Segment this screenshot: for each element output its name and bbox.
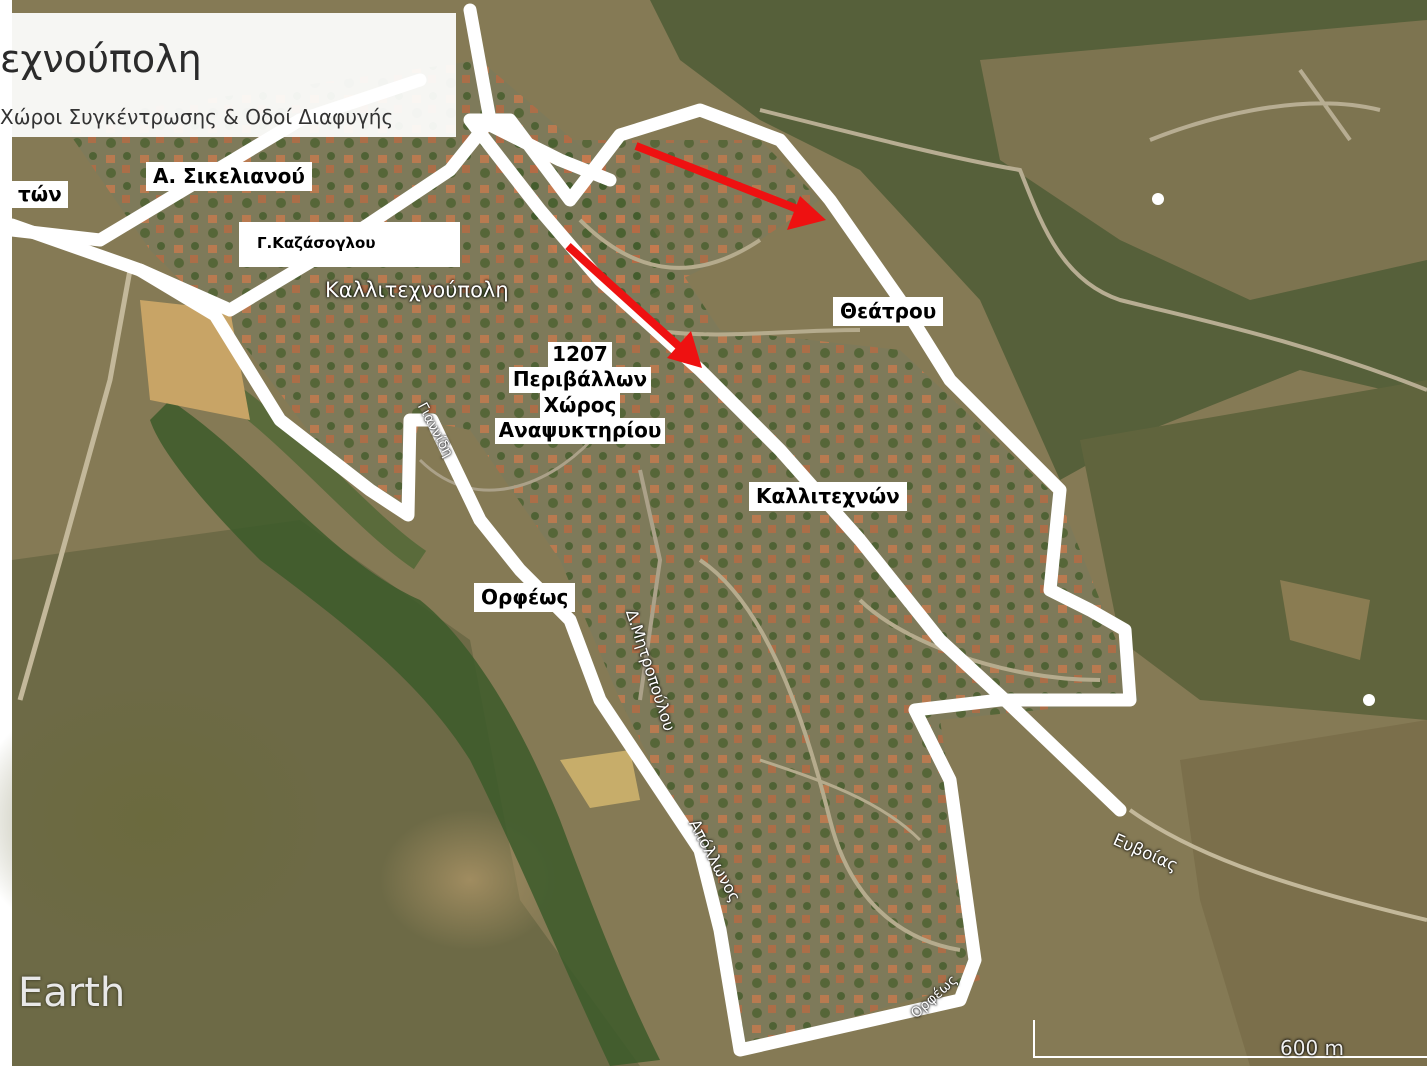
scale-label: 600 m [1280, 1036, 1345, 1060]
ravine-vegetation [150, 400, 660, 1066]
title-panel: εχνούπολη Χώροι Συγκέντρωσης & Οδοί Διαφ… [0, 13, 456, 137]
place-name: Καλλιτεχνούπολη [325, 278, 509, 302]
site-label: 1207 Περιβάλλων Χώρος Αναψυκτηρίου [493, 340, 667, 446]
street-label-orfeos: Ορφέως [474, 583, 576, 612]
page-subtitle: Χώροι Συγκέντρωσης & Οδοί Διαφυγής [0, 105, 394, 129]
map-marker [1363, 694, 1375, 706]
arrow-icon [565, 243, 702, 368]
street-label-kazasoglou: Γ.Καζάσογλου [239, 222, 460, 267]
map-marker [1152, 193, 1164, 205]
street-label-left: τών [12, 181, 68, 208]
site-line-3: Αναψυκτηρίου [494, 418, 666, 444]
site-number: 1207 [548, 342, 612, 368]
site-line-1: Περιβάλλων [508, 367, 652, 393]
scale-bar [1033, 1020, 1427, 1058]
arrow-icon [634, 142, 826, 230]
street-label-kallitechnon: Καλλιτεχνών [749, 482, 907, 511]
street-label-theatrou: Θεάτρου [833, 297, 944, 326]
street-label-sikelianou: Α. Σικελιανού [146, 162, 312, 191]
page-title: εχνούπολη [0, 37, 202, 81]
site-line-2: Χώρος [539, 392, 621, 419]
earth-watermark: Earth [18, 970, 126, 1016]
